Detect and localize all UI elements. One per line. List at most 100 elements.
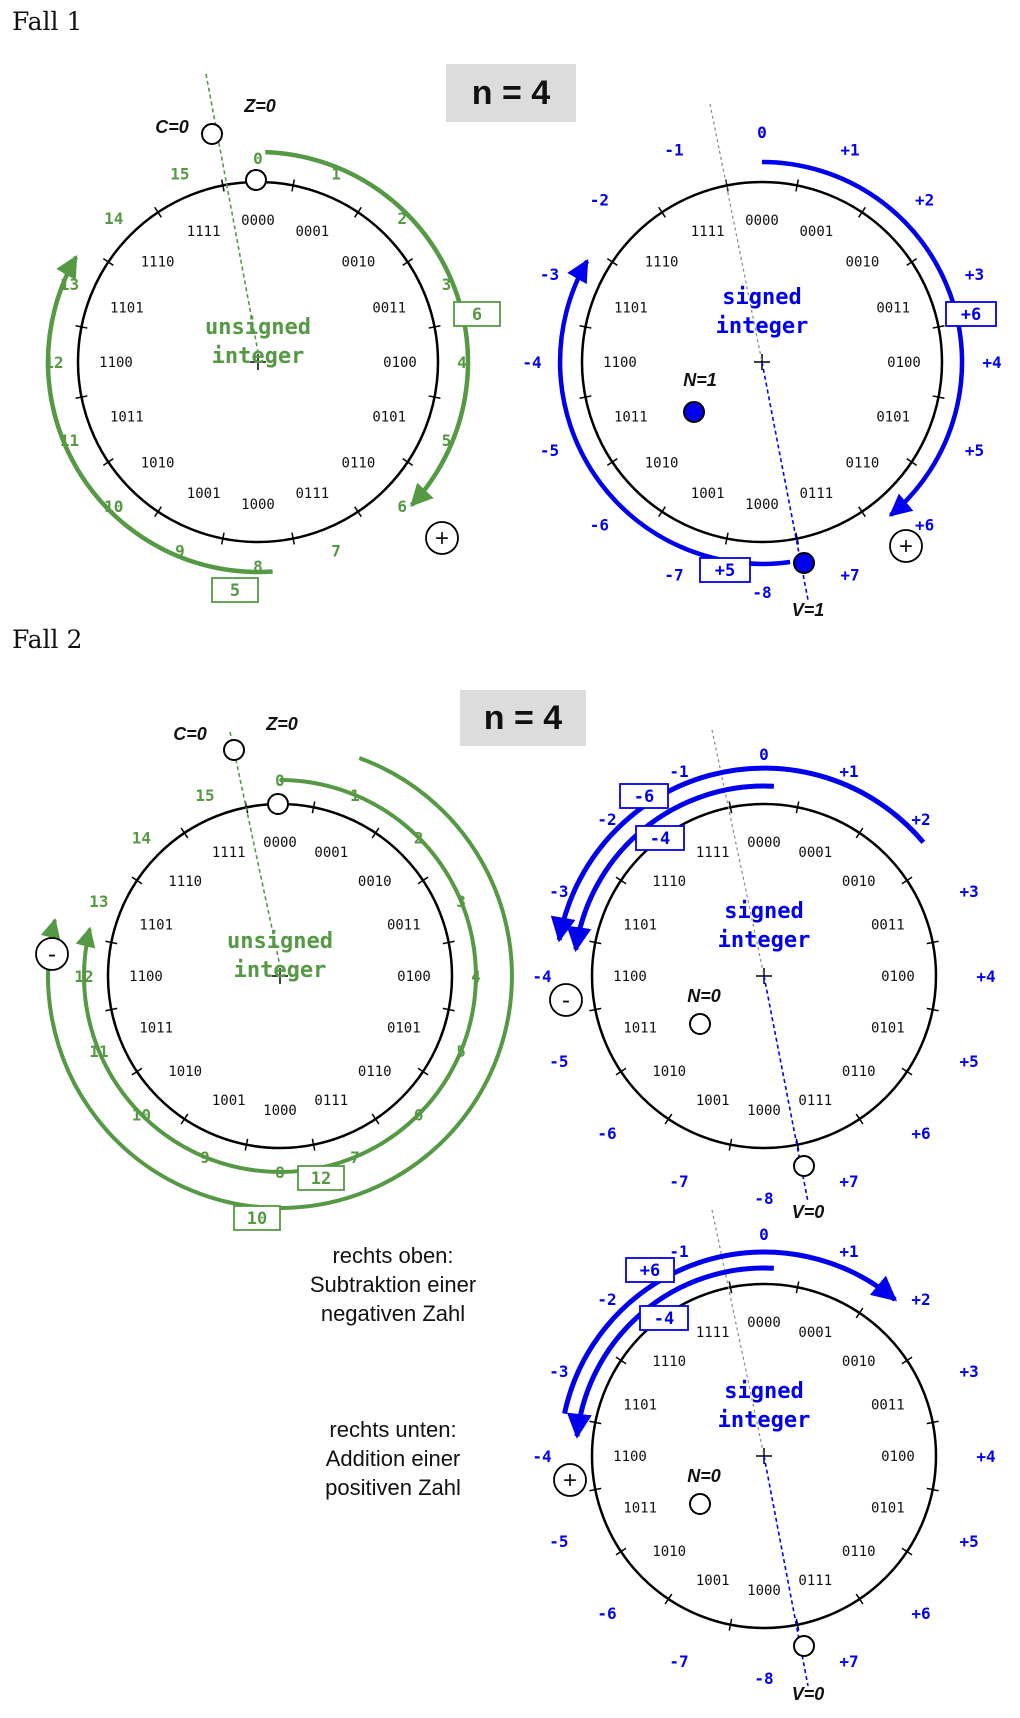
tick-mark [105, 940, 118, 945]
tick-mark [855, 1593, 864, 1605]
tick-mark [615, 876, 627, 885]
overflow-flag: V=1 [792, 600, 825, 620]
binary-label: 0100 [881, 1449, 915, 1465]
tick-mark [579, 324, 592, 329]
signed-value-label: -8 [754, 1669, 773, 1688]
binary-label: 0001 [799, 224, 833, 240]
binary-label: 0100 [881, 969, 915, 985]
operand-box-label: 5 [230, 581, 240, 601]
tick-mark [102, 458, 114, 466]
tick-mark [589, 1007, 602, 1012]
operation-arrow [550, 765, 926, 943]
signed-value-label: 0 [759, 1225, 769, 1244]
binary-label: 1001 [212, 1093, 246, 1109]
operand-box-label: +6 [961, 305, 981, 325]
operator-symbol: + [899, 533, 913, 560]
binary-label: 1111 [212, 845, 246, 861]
binary-label: 1011 [623, 1020, 657, 1036]
binary-label: 0011 [871, 918, 905, 934]
tick-mark [102, 258, 114, 266]
binary-label: 1100 [99, 355, 133, 371]
signed-value-label: +3 [965, 265, 984, 284]
signed-value-label: -1 [664, 141, 683, 160]
binary-label: 1011 [110, 409, 144, 425]
binary-label: 0011 [387, 918, 421, 934]
binary-label: 0110 [846, 455, 880, 471]
binary-label: 1011 [623, 1500, 657, 1516]
negative-flag: N=1 [683, 370, 717, 390]
binary-label: 0110 [842, 1544, 876, 1560]
zero-flag: Z=0 [243, 96, 276, 116]
wheel-title-1: signed [722, 285, 801, 310]
tick-mark [606, 458, 618, 466]
tick-mark [664, 1113, 673, 1125]
signed-value-label: -3 [540, 265, 559, 284]
tick-mark [906, 458, 918, 466]
carry-flag: C=0 [155, 117, 189, 137]
unsigned-value-label: 3 [442, 275, 452, 294]
center-cross [272, 968, 288, 984]
binary-label: 0111 [798, 1093, 832, 1109]
wheel-circle [590, 1282, 938, 1630]
tick-mark [75, 395, 88, 400]
signed-value-label: +4 [976, 1447, 995, 1466]
zero-marker [245, 169, 267, 191]
tick-mark [728, 1618, 733, 1631]
binary-label: 0010 [342, 255, 376, 271]
n-badge-1: n = 4 [446, 64, 576, 122]
tick-mark [311, 801, 316, 814]
binary-label: 0101 [387, 1020, 421, 1036]
signed-value-label: -7 [664, 565, 683, 584]
unsigned-value-label: 9 [175, 541, 185, 560]
signed-value-label: -8 [754, 1189, 773, 1208]
tick-mark [858, 206, 866, 218]
binary-label: 0110 [342, 455, 376, 471]
operand-box-label: +6 [640, 1261, 660, 1281]
operand-box: 6 [453, 301, 501, 327]
operand-box-label: 6 [472, 305, 482, 325]
operand-box-label: +5 [715, 561, 735, 581]
tick-mark [428, 395, 441, 400]
operand-box: 5 [211, 577, 259, 603]
tick-mark [664, 1593, 673, 1605]
unsigned-value-label: 13 [89, 892, 108, 911]
signed-value-label: -6 [597, 1124, 616, 1143]
wheel-circle [580, 180, 944, 544]
operand-box: -4 [635, 825, 685, 851]
binary-label: 0101 [876, 409, 910, 425]
tick-mark [926, 1007, 939, 1012]
signed-value-label: +4 [976, 967, 995, 986]
tick-mark [932, 395, 945, 400]
binary-label: 1100 [613, 969, 647, 985]
binary-label: 0100 [397, 969, 431, 985]
tick-mark [932, 324, 945, 329]
binary-label: 0100 [887, 355, 921, 371]
tick-mark [926, 1420, 939, 1425]
fall-1-label: Fall 1 [12, 7, 82, 36]
operator-symbol: + [435, 525, 449, 552]
tick-mark [728, 1281, 733, 1294]
binary-label: 1011 [614, 409, 648, 425]
tick-mark [105, 1007, 118, 1012]
operator-circle [889, 529, 923, 563]
binary-label: 1000 [263, 1103, 297, 1119]
tick-mark [855, 827, 864, 839]
carry-boundary-line [709, 103, 763, 363]
note-bottom: rechts unten: Addition einer positiven Z… [325, 1417, 461, 1500]
unsigned-value-label: 5 [442, 431, 452, 450]
signed-value-label: -4 [532, 967, 551, 986]
signed-value-label: -1 [669, 762, 688, 781]
overflow-boundary-line [229, 731, 281, 967]
tick-mark [795, 179, 800, 192]
overflow-marker [793, 552, 815, 574]
operand-box-label: -4 [650, 829, 670, 849]
binary-label: 1110 [645, 255, 679, 271]
tick-mark [442, 940, 455, 945]
unsigned-value-label: 1 [331, 165, 341, 184]
operand-box: -4 [639, 1305, 689, 1331]
binary-label: 0001 [314, 845, 348, 861]
unsigned-value-label: 6 [397, 497, 407, 516]
binary-label: 0101 [871, 1020, 905, 1036]
binary-label: 0011 [372, 301, 406, 317]
signed-value-label: +5 [959, 1532, 978, 1551]
